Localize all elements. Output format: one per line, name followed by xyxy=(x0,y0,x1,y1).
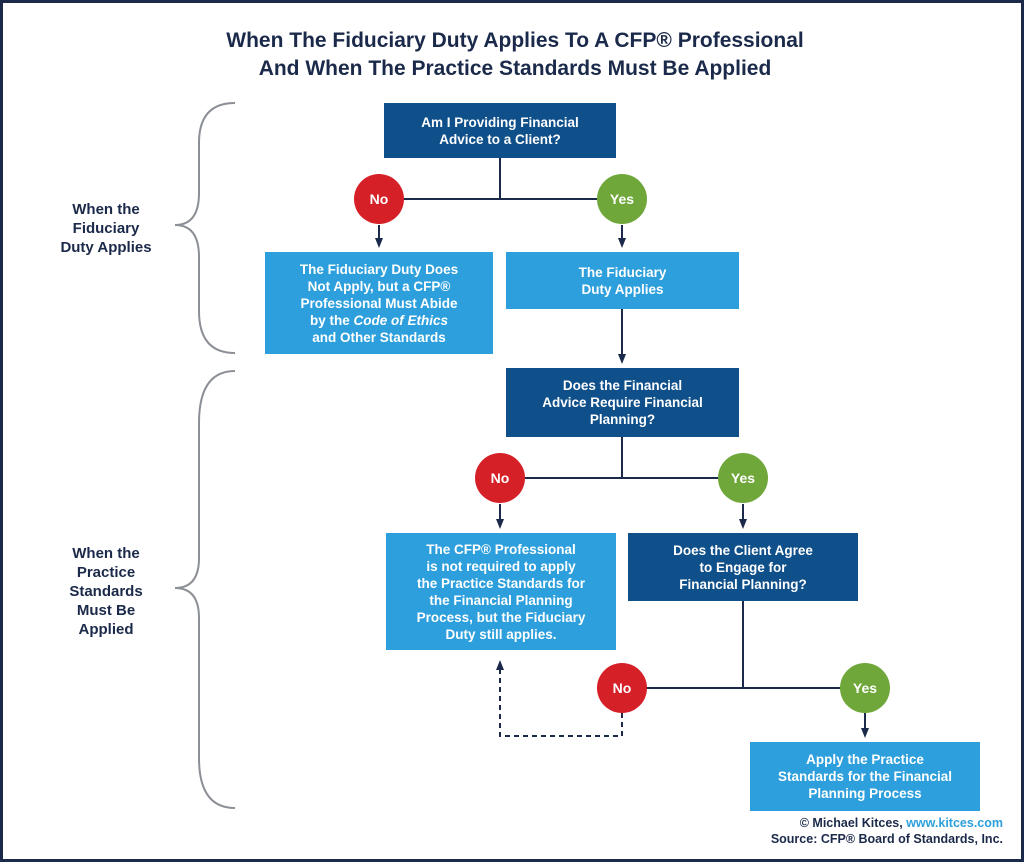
label-fiduciary-duty: When the Fiduciary Duty Applies xyxy=(60,201,152,256)
connector-lines xyxy=(174,102,869,809)
dashed-return-line xyxy=(496,660,623,737)
no-circle-3: No xyxy=(597,663,647,713)
no-circle-2: No xyxy=(475,453,525,503)
fiduciary-not-apply-box: The Fiduciary Duty Does Not Apply, but a… xyxy=(265,252,493,354)
page-title: When The Fiduciary Duty Applies To A CFP… xyxy=(3,27,1024,83)
brace-fiduciary xyxy=(174,102,236,354)
footer-source: Source: CFP® Board of Standards, Inc. xyxy=(770,832,1003,846)
apply-standards-box: Apply the Practice Standards for the Fin… xyxy=(750,742,980,811)
not-required-box: The CFP® Professional is not required to… xyxy=(386,533,616,650)
question-require-planning: Does the Financial Advice Require Financ… xyxy=(506,368,739,437)
title-line-1: When The Fiduciary Duty Applies To A CFP… xyxy=(226,29,804,52)
yes-circle-2: Yes xyxy=(718,453,768,503)
no-circle-1: No xyxy=(354,174,404,224)
fiduciary-applies-box: The Fiduciary Duty Applies xyxy=(506,252,739,309)
question-client-agree: Does the Client Agree to Engage for Fina… xyxy=(628,533,858,601)
label-practice-standards: When the Practice Standards Must Be Appl… xyxy=(69,545,143,638)
footer-author-line: © Michael Kitces, www.kitces.com xyxy=(799,816,1003,830)
footer-credits: © Michael Kitces, www.kitces.com Source:… xyxy=(771,815,1003,847)
title-line-2: And When The Practice Standards Must Be … xyxy=(258,57,772,80)
brace-practice xyxy=(174,370,236,809)
yes-circle-3: Yes xyxy=(840,663,890,713)
question-providing-advice: Am I Providing Financial Advice to a Cli… xyxy=(384,103,616,158)
kitces-link[interactable]: www.kitces.com xyxy=(906,816,1003,830)
yes-circle-1: Yes xyxy=(597,174,647,224)
